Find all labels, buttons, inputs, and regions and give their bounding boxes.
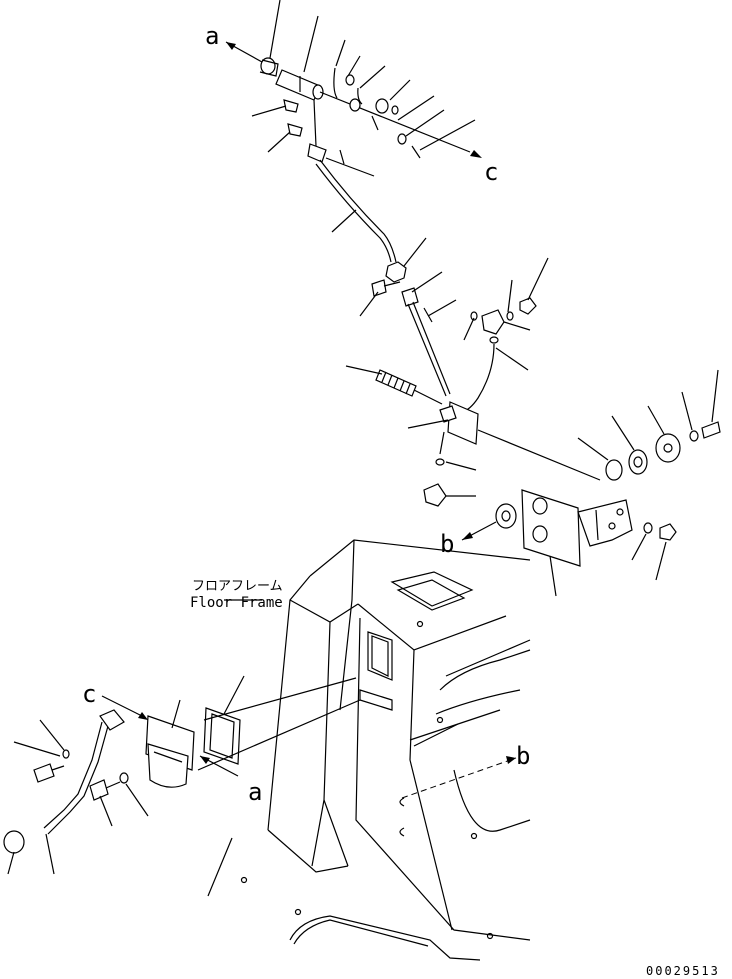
lock-washer [689,430,699,442]
washer [391,105,399,115]
control-rod [315,159,397,263]
nut [385,261,407,283]
cotter-pin [423,307,433,323]
pin-head [283,99,299,113]
callout-c-top: c [484,158,498,186]
threaded-rod [375,369,443,405]
bolt-head [89,779,109,801]
spring [349,98,361,112]
callout-a-left: a [248,778,262,806]
callout-a-top: a [205,22,219,50]
pin-head [287,123,303,137]
cotter-pin [357,87,363,105]
sleeve [259,57,279,77]
o-ring [435,458,445,466]
o-ring [470,311,478,321]
callout-c-left: c [82,680,96,708]
floor-frame [207,539,531,961]
bolt [701,421,721,439]
bushing [375,98,389,114]
boot [147,743,189,788]
plug [519,297,537,315]
clevis [401,287,419,307]
bolt-head [33,763,55,783]
frame-label-en: Floor Frame [190,595,283,611]
o-ring [506,311,514,321]
upper-linkage [225,0,482,177]
arrow-head-b [462,532,473,540]
cotter-pin [333,67,338,99]
top-cutout [390,571,474,607]
callout-b-mid: b [440,530,454,558]
callout-b-right: b [516,742,530,770]
arrow-head-a [226,42,236,50]
valve-block [439,401,479,455]
rod [275,69,324,101]
mounting-plate [521,489,581,567]
o-ring [489,336,499,344]
washer [345,74,355,86]
washer [397,133,407,145]
washer [119,772,129,784]
frame-label-jp: フロアフレーム [192,579,283,594]
nut [659,523,677,541]
side-opening [367,631,393,681]
arrow-head-a-left [200,756,210,764]
cotter-pin [411,145,421,159]
elbow-fitting [423,483,447,507]
elbow-fitting [481,309,505,335]
arrow-head-c-left [138,712,148,720]
pin [371,115,379,131]
bracket [577,499,633,547]
bracket-tab [359,689,393,711]
lever-assembly [3,675,361,875]
lever-bracket [99,709,125,731]
washer [62,749,70,759]
arrow-head-c [470,150,482,158]
knob [3,830,25,854]
washer [643,522,653,534]
drawing-number: 00029513 [646,964,720,978]
arrow-head-b-ref [506,756,516,764]
middle-assembly [345,237,601,507]
bracket-stack [461,369,721,597]
yoke [307,143,327,163]
gasket [203,707,241,765]
cap [605,459,623,481]
bolt-head [371,279,387,297]
